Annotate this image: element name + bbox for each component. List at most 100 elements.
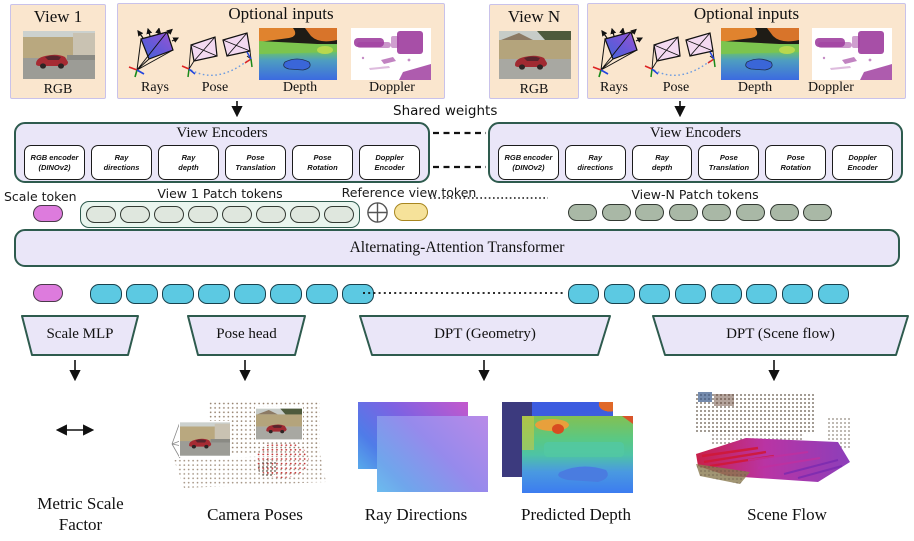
pose-label: Pose: [662, 80, 690, 95]
patch-token: [222, 206, 252, 223]
patch-token: [803, 204, 833, 221]
patch-token: [188, 206, 218, 223]
output-token: [639, 284, 671, 304]
head-label: Pose head: [216, 325, 277, 342]
head-scale-mlp: Scale MLP: [20, 314, 140, 357]
scale-token-label: Scale token: [4, 189, 77, 204]
ray-directions-image-front: [377, 416, 488, 492]
view1-panel: View 1 RGB: [10, 4, 106, 99]
reference-view-token: [394, 203, 428, 221]
output-token: [568, 284, 599, 304]
output-token: [162, 284, 194, 304]
output-token: [782, 284, 814, 304]
patch-token: [668, 204, 698, 221]
doppler-icon: [351, 28, 431, 80]
view1-patch-tokens-label: View 1 Patch tokens: [157, 186, 283, 201]
depth-icon: [259, 28, 337, 80]
output-token: [675, 284, 707, 304]
patch-token: [86, 206, 116, 223]
doppler-label: Doppler: [369, 80, 415, 95]
output-token: [817, 284, 849, 304]
output-token: [342, 284, 374, 304]
output-token: [746, 284, 778, 304]
viewN-rgb-image: [499, 31, 571, 79]
optional-inputs-title-2: Optional inputs: [693, 4, 800, 23]
patch-token: [324, 206, 354, 223]
depth-label: Depth: [737, 80, 773, 95]
head-label: Scale MLP: [46, 325, 114, 342]
viewN-panel: View N RGB: [489, 4, 579, 99]
head-label: DPT (Geometry): [434, 325, 536, 342]
camera-poses-image: [171, 402, 326, 488]
viewN-caption: RGB: [519, 82, 549, 97]
metric-scale-label: Metric Scale Factor: [37, 494, 124, 534]
patch-token: [290, 206, 320, 223]
predicted-depth-label: Predicted Depth: [521, 505, 631, 524]
output-token: [270, 284, 302, 304]
ray-directions-label: Ray Directions: [364, 505, 468, 524]
depth-label: Depth: [282, 80, 318, 95]
rays-label: Rays: [600, 80, 628, 95]
patch-token: [601, 204, 631, 221]
module-rgb-encoder: RGB encoder(DINOv2): [24, 145, 85, 180]
patch-token: [702, 204, 732, 221]
pose-label: Pose: [201, 80, 229, 95]
view1-caption: RGB: [43, 82, 73, 97]
optional-inputs-panel-1: Optional inputs Rays Pose Depth Doppler: [117, 3, 445, 99]
scene-flow-image: [696, 392, 850, 484]
head-pose: Pose head: [186, 314, 307, 357]
view1-title: View 1: [33, 7, 83, 26]
scale-token: [33, 205, 63, 222]
view-encoders-title: View Encoders: [176, 125, 268, 141]
output-token: [198, 284, 230, 304]
transformer-block: Alternating-Attention Transformer: [14, 229, 900, 267]
optional-inputs-panel-2: Optional inputs Rays Pose Depth Doppler: [587, 3, 906, 99]
output-tokens-left: [90, 284, 374, 304]
patch-token: [256, 206, 286, 223]
output-scale-token: [33, 284, 63, 302]
rays-icon: [591, 28, 643, 78]
module-rgb-encoder: RGB encoder(DINOv2): [498, 145, 559, 180]
output-token: [603, 284, 635, 304]
output-token: [90, 284, 122, 304]
output-token: [710, 284, 742, 304]
patch-token: [154, 206, 184, 223]
output-token: [234, 284, 266, 304]
depth-icon: [721, 28, 799, 80]
patch-token: [735, 204, 765, 221]
rays-label: Rays: [141, 80, 169, 95]
output-token: [306, 284, 338, 304]
head-label: DPT (Scene flow): [726, 325, 835, 342]
view-encoders-title: View Encoders: [649, 125, 742, 141]
pose-icon: [644, 30, 716, 80]
viewN-title: View N: [507, 7, 561, 26]
camera-poses-label: Camera Poses: [207, 505, 303, 524]
head-dpt-geometry: DPT (Geometry): [358, 314, 612, 357]
shared-weights-label: Shared weights: [393, 103, 498, 119]
head-dpt-sceneflow: DPT (Scene flow): [651, 314, 910, 357]
predicted-depth-image-front: [522, 416, 633, 493]
view1-rgb-image: [23, 31, 95, 79]
oplus-icon: [367, 202, 388, 223]
viewN-patch-tokens-row: [568, 204, 833, 221]
pose-icon: [181, 30, 253, 80]
scene-flow-label: Scene Flow: [747, 505, 827, 524]
reference-view-token-label: Reference view token: [341, 185, 477, 200]
doppler-icon: [812, 28, 892, 80]
patch-token: [635, 204, 665, 221]
view1-patch-tokens-container: [80, 201, 360, 228]
